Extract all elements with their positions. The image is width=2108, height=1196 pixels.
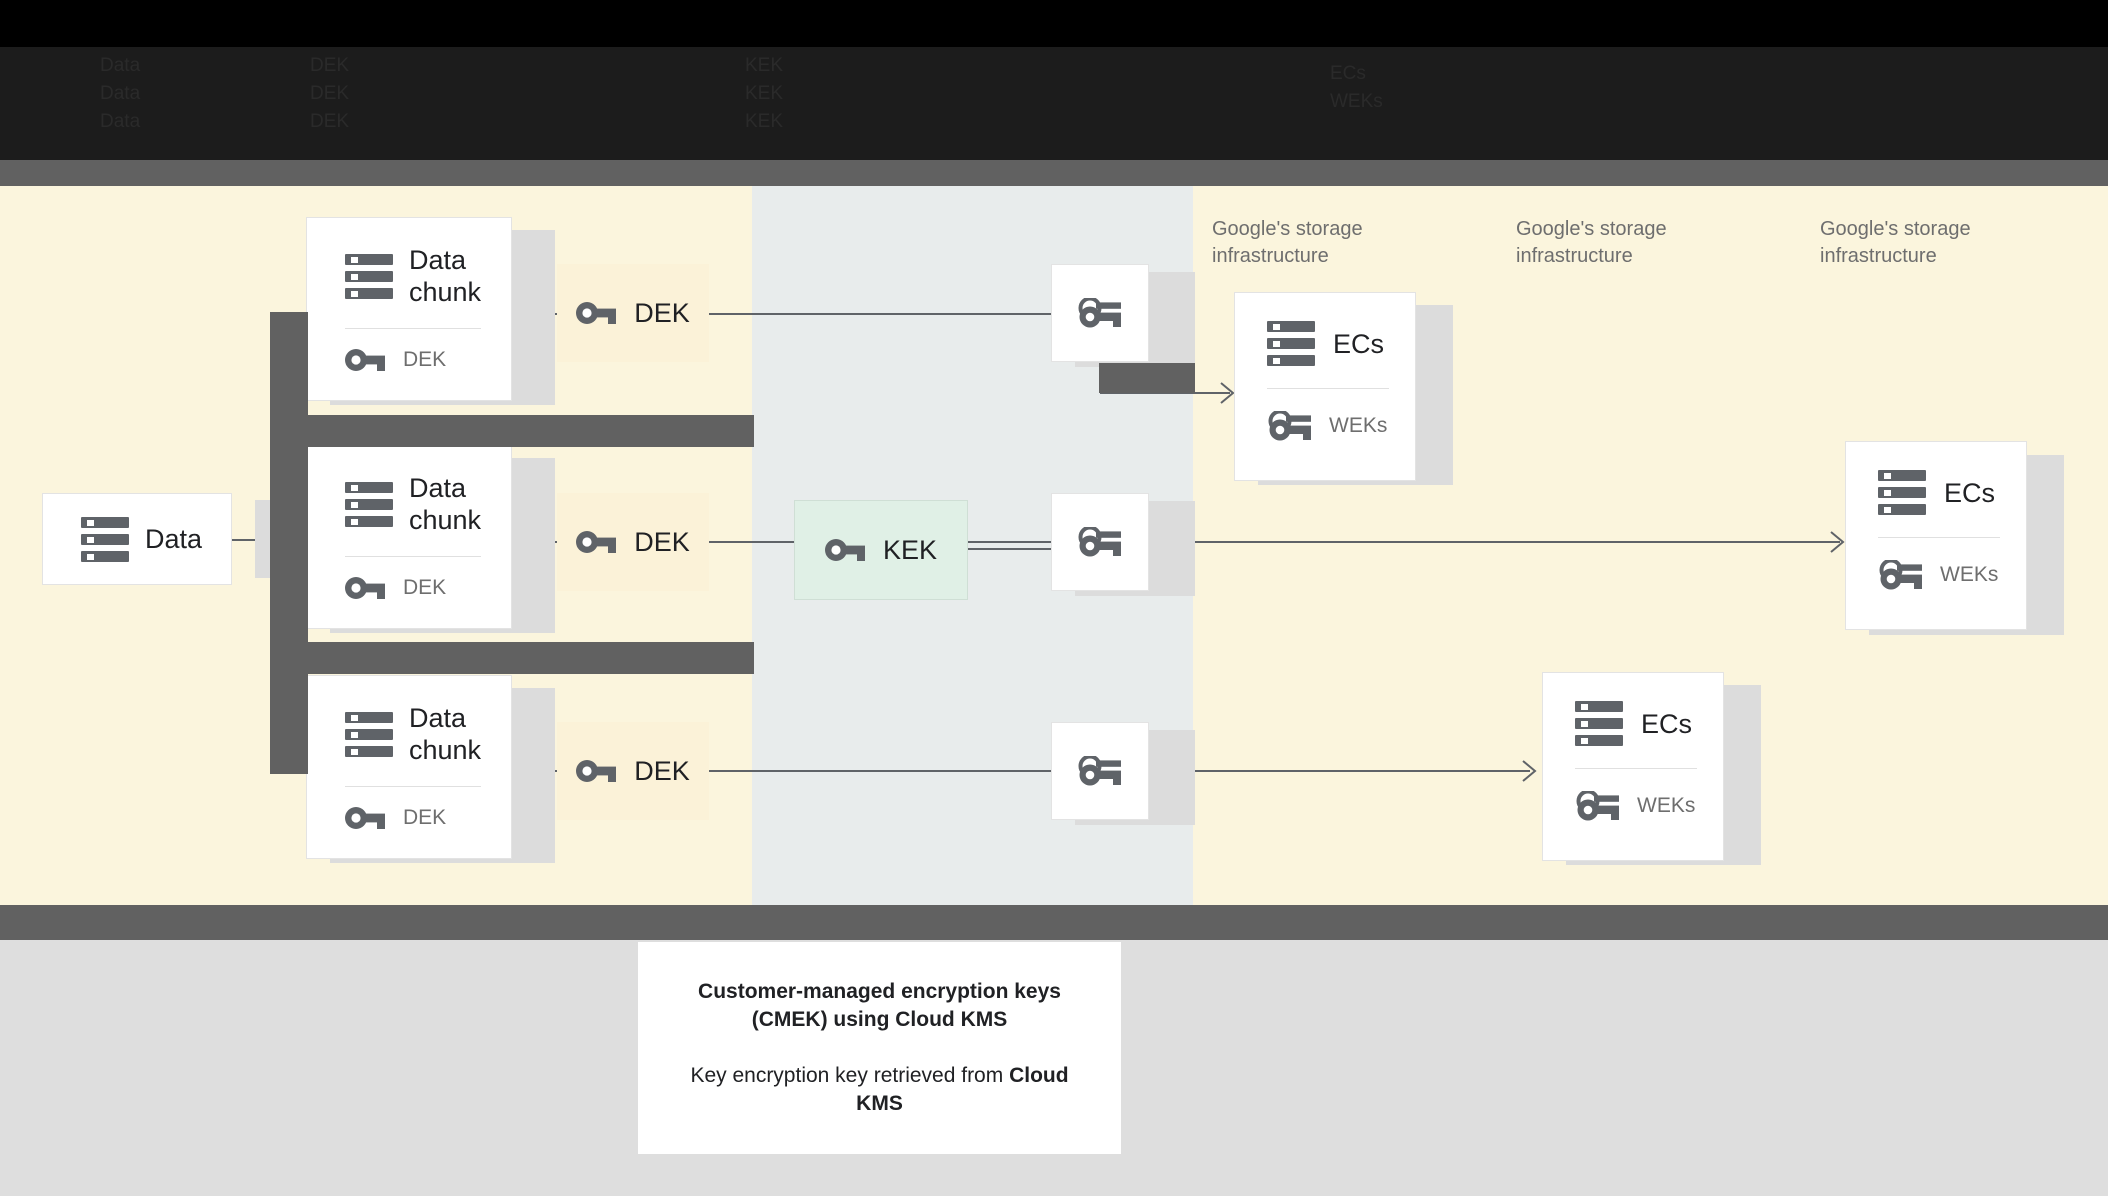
server-stack-icon (345, 481, 393, 527)
caption-title: Customer-managed encryption keys (CMEK) … (698, 980, 1061, 1031)
occlusion-bar-row-2 (270, 642, 754, 674)
legend-line: KEK (745, 55, 784, 76)
chunk-card-2-title: Data chunk (409, 473, 482, 535)
double-key-icon (1078, 756, 1121, 786)
double-key-icon (1879, 560, 1922, 590)
chunk-card-2[interactable]: Data chunk DEK (306, 445, 512, 629)
key-icon (576, 760, 617, 782)
connector-dek3-to-wek3 (709, 770, 1052, 772)
dek-box-3-label: DEK (634, 755, 690, 786)
ecs-card-2-divider (1878, 537, 2000, 538)
server-stack-icon (1267, 321, 1315, 366)
top-legend-strip: Data Data Data DEK DEK DEK KEK KEK KEK E… (0, 0, 2108, 160)
storage-label-3: Google's storage infrastructure (1820, 218, 1971, 267)
chunk-card-1-divider (345, 328, 481, 329)
storage-label-2: Google's storage infrastructure (1516, 218, 1667, 267)
caption-subtitle-bold: Cloud KMS (856, 1064, 1069, 1115)
caption-subtitle: Key encryption key retrieved from Cloud … (680, 1062, 1080, 1118)
arrowhead-ecs1-icon (1220, 382, 1235, 404)
legend-column-1: Data Data Data (100, 52, 140, 136)
double-key-icon (1078, 527, 1121, 557)
ecs-card-1-divider (1267, 388, 1389, 389)
dek-box-1[interactable]: DEK (557, 264, 709, 362)
key-icon (824, 539, 865, 561)
double-key-icon (1576, 791, 1619, 821)
dek-box-2-label: DEK (634, 526, 690, 557)
arrowhead-ecs2-icon (1830, 531, 1845, 553)
server-stack-icon (1575, 701, 1623, 746)
legend-line: ECs (1330, 63, 1366, 84)
legend-line: Data (100, 111, 141, 132)
connector-wek3-to-ecs3 (1160, 770, 1530, 772)
double-key-icon (1268, 411, 1311, 441)
chunk-card-1[interactable]: Data chunk DEK (306, 217, 512, 401)
kek-box[interactable]: KEK (794, 500, 968, 600)
chunk-card-3-title: Data chunk (409, 703, 482, 765)
occlusion-bar-trunk (270, 312, 308, 774)
legend-line: DEK (310, 55, 350, 76)
key-icon (576, 302, 617, 324)
wek-card-2[interactable] (1051, 493, 1149, 591)
chunk-card-2-key-label: DEK (403, 576, 447, 599)
legend-line: DEK (310, 83, 350, 104)
connector-data-out (232, 539, 272, 541)
dek-box-2[interactable]: DEK (557, 493, 709, 591)
connector-wek2-to-ecs2 (1160, 541, 1840, 543)
ecs-card-1[interactable]: ECs WEKs (1234, 292, 1416, 481)
key-icon (345, 807, 385, 829)
double-key-icon (1078, 298, 1121, 328)
server-stack-icon (345, 253, 393, 299)
top-divider-bar (0, 160, 2108, 186)
chunk-card-2-divider (345, 556, 481, 557)
ecs-card-3-title: ECs (1641, 708, 1693, 739)
chunk-card-3-divider (345, 786, 481, 787)
legend-line: Data (100, 83, 141, 104)
wek-card-3[interactable] (1051, 722, 1149, 820)
footer-divider-bar (0, 905, 2108, 940)
connector-dek1-to-wek1 (709, 313, 1052, 315)
legend-column-4: ECs WEKs (1330, 60, 1383, 116)
data-card[interactable]: Data (42, 493, 232, 585)
top-legend-inner (0, 47, 2108, 160)
chunk-card-1-title: Data chunk (409, 245, 482, 307)
dek-box-3[interactable]: DEK (557, 722, 709, 820)
ecs-card-3-key-label: WEKs (1637, 794, 1696, 817)
data-card-label: Data (145, 524, 203, 554)
ecs-card-1-title: ECs (1333, 328, 1385, 359)
legend-line: KEK (745, 83, 784, 104)
ecs-card-2-title: ECs (1944, 477, 1996, 508)
key-icon (576, 531, 617, 553)
legend-line: Data (100, 55, 141, 76)
ecs-card-2-key-label: WEKs (1940, 563, 1999, 586)
server-stack-icon (1878, 470, 1926, 515)
legend-column-2: DEK DEK DEK (310, 52, 349, 136)
ecs-card-3[interactable]: ECs WEKs (1542, 672, 1724, 861)
ecs-card-3-divider (1575, 768, 1697, 769)
arrowhead-ecs3-icon (1522, 760, 1537, 782)
wek-card-1[interactable] (1051, 264, 1149, 362)
chunk-card-1-key-label: DEK (403, 348, 447, 371)
ecs-card-2[interactable]: ECs WEKs (1845, 441, 2027, 630)
storage-label-1: Google's storage infrastructure (1212, 218, 1363, 267)
caption-subtitle-lead: Key encryption key retrieved from (690, 1064, 1010, 1087)
legend-line: WEKs (1330, 91, 1383, 112)
legend-line: DEK (310, 111, 350, 132)
key-icon (345, 349, 385, 371)
kek-box-label: KEK (882, 534, 938, 565)
connector-wek1-to-ecs1 (1100, 392, 1230, 394)
legend-line: KEK (745, 111, 784, 132)
connector-kek-out (968, 548, 1053, 550)
caption-card: Customer-managed encryption keys (CMEK) … (638, 942, 1121, 1154)
server-stack-icon (81, 516, 129, 562)
chunk-card-3[interactable]: Data chunk DEK (306, 675, 512, 859)
occlusion-bar-row-1 (270, 415, 754, 447)
occlusion-bar-wek-1 (1099, 363, 1195, 393)
dek-box-1-label: DEK (634, 297, 690, 328)
key-icon (345, 577, 385, 599)
server-stack-icon (345, 711, 393, 757)
legend-column-3: KEK KEK KEK (745, 52, 783, 136)
ecs-card-1-key-label: WEKs (1329, 414, 1388, 437)
chunk-card-3-key-label: DEK (403, 806, 447, 829)
